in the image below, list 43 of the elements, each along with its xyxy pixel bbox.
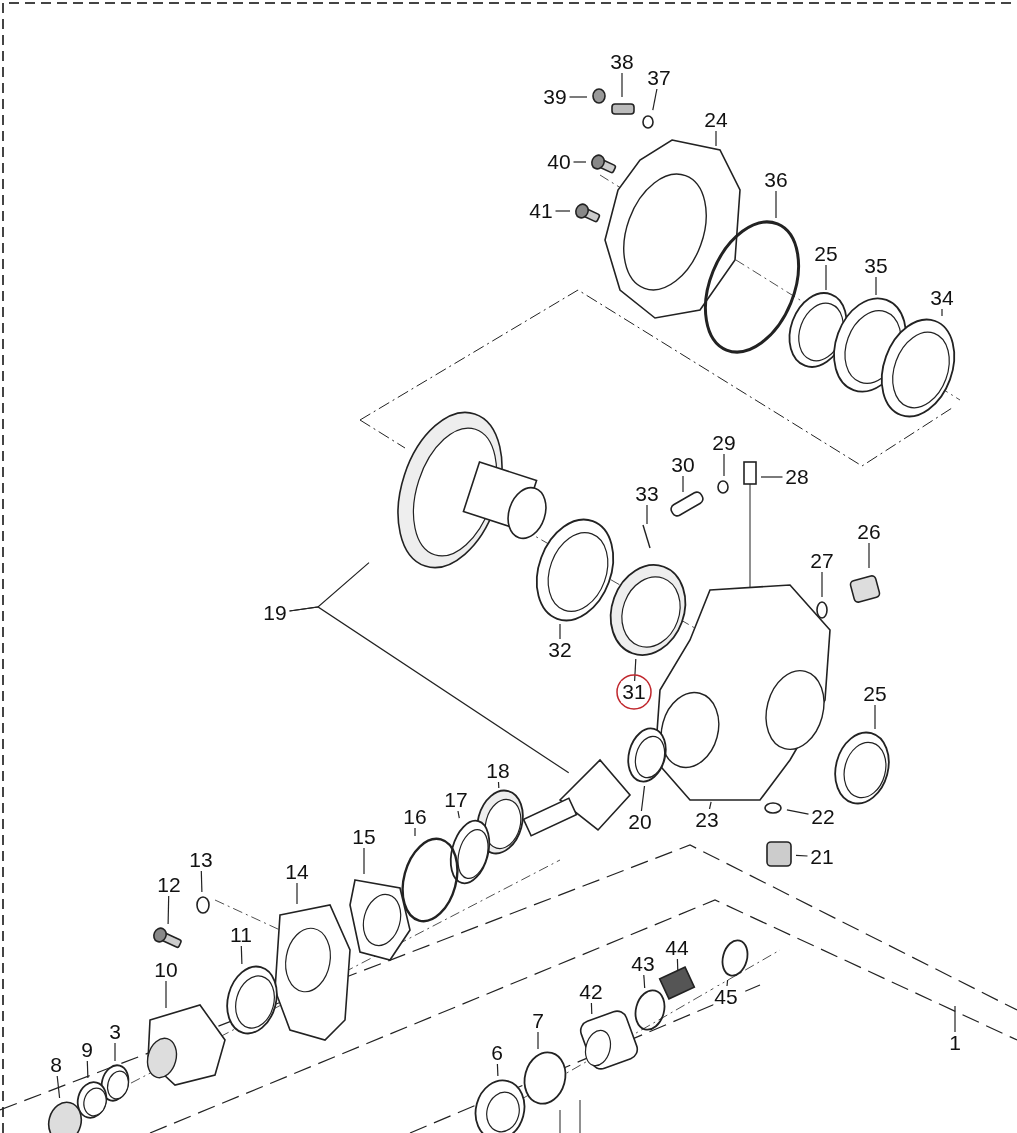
leader-line xyxy=(682,475,684,493)
leader-line xyxy=(621,72,623,98)
leader-line xyxy=(572,161,587,163)
leader-line xyxy=(825,264,827,291)
leader-line xyxy=(715,130,717,147)
leader-line xyxy=(726,979,729,987)
leader-line xyxy=(640,785,646,812)
leader-line xyxy=(167,895,170,925)
leader-line xyxy=(240,945,243,965)
leader-line xyxy=(795,854,809,857)
leader-line xyxy=(875,276,877,296)
leader-line xyxy=(868,542,870,569)
leader-line xyxy=(634,658,637,682)
leader-line xyxy=(165,980,167,1009)
leader-line xyxy=(457,810,460,819)
leader-line xyxy=(786,809,810,815)
leader-line xyxy=(775,190,777,219)
leader-line xyxy=(496,1063,499,1077)
leader-line xyxy=(954,1005,956,1033)
leader-line xyxy=(114,1042,116,1062)
leader-line xyxy=(296,882,298,905)
leader-line xyxy=(559,623,561,640)
leader-line xyxy=(652,88,658,111)
leader-line xyxy=(56,1075,61,1099)
callout-number: 31 xyxy=(621,681,647,703)
leader-line xyxy=(646,504,648,525)
leader-line xyxy=(821,571,823,598)
leader-line xyxy=(554,210,571,212)
leader-line xyxy=(941,308,943,317)
leader-line xyxy=(708,801,712,810)
leader-line xyxy=(497,781,500,789)
leader-line xyxy=(414,827,416,837)
leader-line xyxy=(363,847,365,875)
leader-line xyxy=(723,453,725,477)
leader-line xyxy=(288,606,570,774)
leader-line xyxy=(537,1031,539,1050)
callout-number: 45 xyxy=(713,986,739,1008)
leader-line xyxy=(86,1060,89,1079)
leader-line xyxy=(643,974,646,989)
leader-line xyxy=(760,476,784,478)
leader-line xyxy=(200,870,203,893)
leader-line xyxy=(874,704,876,730)
leader-line xyxy=(568,96,588,98)
